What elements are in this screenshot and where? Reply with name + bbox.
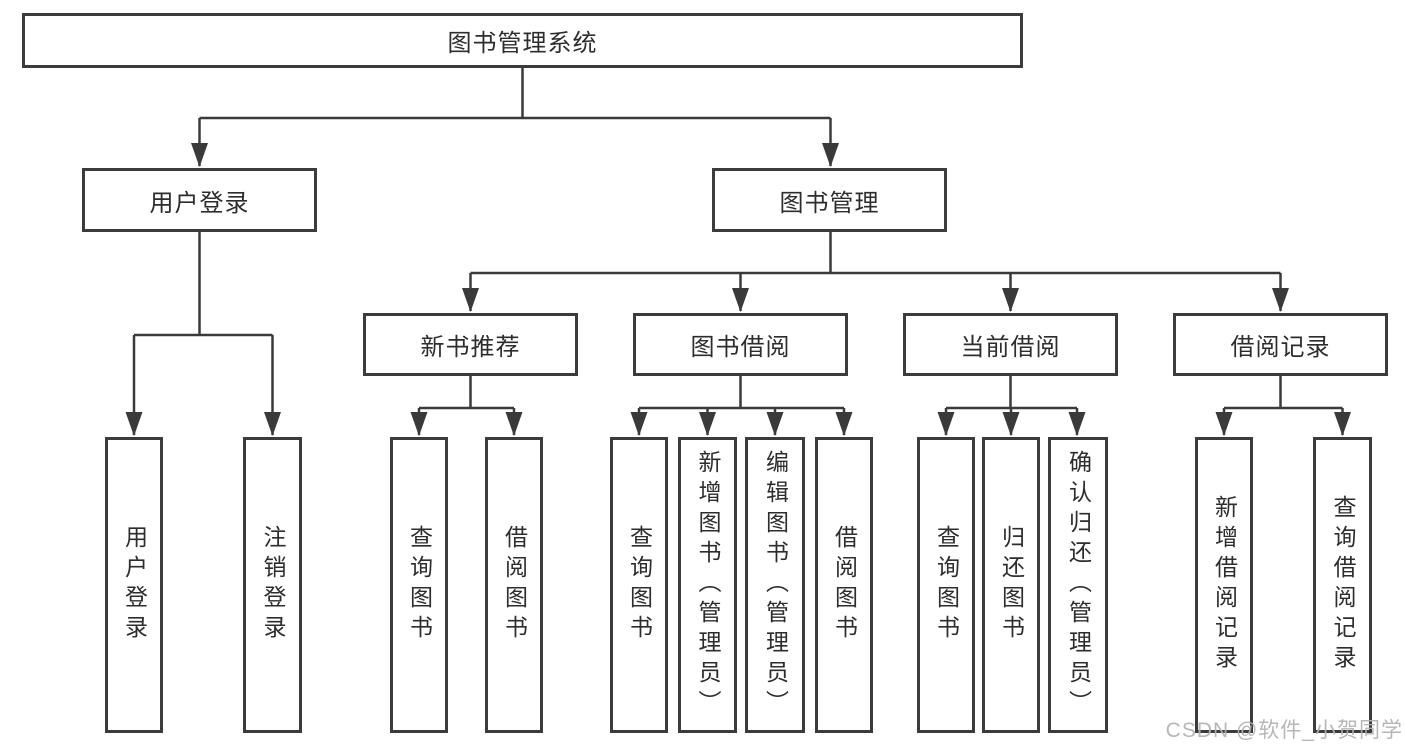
node-borrow-records: 借阅记录 [1173,313,1388,376]
leaf-add-borrow-record: 新增借阅记录 [1195,437,1253,733]
leaf-query-borrow-record: 查询借阅记录 [1313,437,1372,733]
csdn-watermark: CSDN @软件_小贺同学 [1165,719,1403,742]
leaf-borrow-books: 借阅图书 [815,437,873,733]
leaf-user-login: 用户登录 [105,437,163,733]
leaf-add-book-admin-label: 新增图书（管理员） [695,450,721,720]
leaf-confirm-return-admin: 确认归还（管理员） [1048,437,1108,733]
leaf-query-borrow-record-label: 查询借阅记录 [1330,495,1356,675]
leaf-logout: 注销登录 [243,437,302,733]
leaf-borrow-books-label: 借阅图书 [831,525,858,645]
leaf-edit-book-admin: 编辑图书（管理员） [745,437,805,733]
leaf-query-books-current: 查询图书 [917,437,975,733]
node-current-borrow: 当前借阅 [903,313,1118,376]
node-book-management: 图书管理 [712,168,947,232]
leaf-logout-label: 注销登录 [260,525,286,645]
leaf-user-login-label: 用户登录 [121,525,148,645]
leaf-query-books-borrow: 查询图书 [610,437,668,733]
leaf-borrow-books-recommend-label: 借阅图书 [501,525,528,645]
leaf-edit-book-admin-label: 编辑图书（管理员） [762,450,789,720]
leaf-return-book-label: 归还图书 [998,525,1025,645]
leaf-borrow-books-recommend: 借阅图书 [485,437,543,733]
leaf-add-book-admin: 新增图书（管理员） [678,437,737,733]
leaf-add-borrow-record-label: 新增借阅记录 [1211,495,1238,675]
node-new-book-recommend: 新书推荐 [363,313,578,376]
node-root-library-system: 图书管理系统 [22,13,1023,68]
leaf-confirm-return-admin-label: 确认归还（管理员） [1065,450,1092,720]
leaf-query-books-recommend: 查询图书 [390,437,448,733]
leaf-return-book: 归还图书 [982,437,1040,733]
leaf-query-books-recommend-label: 查询图书 [406,525,433,645]
node-book-borrow: 图书借阅 [633,313,848,376]
node-user-login: 用户登录 [82,168,317,232]
leaf-query-books-borrow-label: 查询图书 [626,525,653,645]
leaf-query-books-current-label: 查询图书 [933,525,960,645]
